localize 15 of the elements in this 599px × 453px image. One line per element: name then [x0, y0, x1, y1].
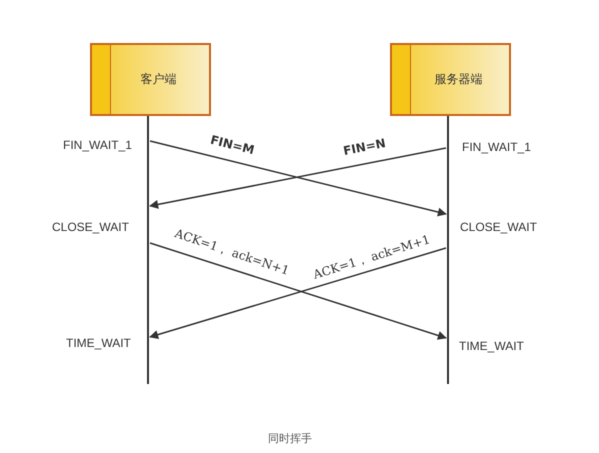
- state-label: FIN_WAIT_1: [63, 138, 132, 152]
- edge-label: FIN=M: [208, 132, 256, 158]
- participant-box: 服务器端: [390, 43, 511, 116]
- state-label: CLOSE_WAIT: [52, 220, 129, 234]
- lifeline: [147, 116, 149, 384]
- participant-box: 客户端: [90, 43, 211, 116]
- state-label: FIN_WAIT_1: [462, 140, 531, 154]
- state-label: CLOSE_WAIT: [460, 220, 537, 234]
- state-label: TIME_WAIT: [459, 339, 524, 353]
- lifeline: [447, 116, 449, 384]
- edge-label: FIN=N: [342, 136, 386, 158]
- arrow: [149, 147, 446, 209]
- state-label: TIME_WAIT: [66, 336, 131, 350]
- arrow: [150, 140, 447, 216]
- caption: 同时挥手: [268, 432, 312, 446]
